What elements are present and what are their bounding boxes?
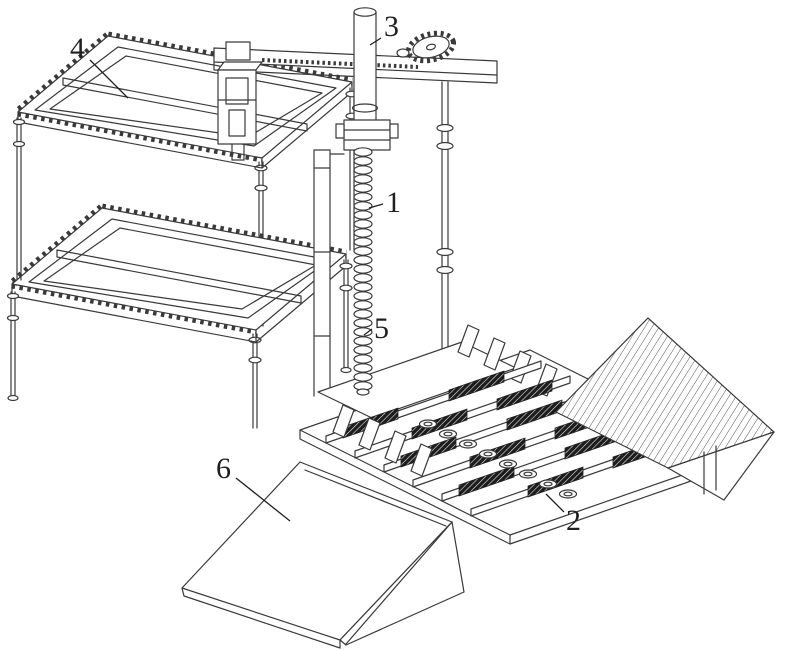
lower-tray xyxy=(9,203,347,343)
rear-support-posts xyxy=(248,81,454,429)
screw-bracket xyxy=(329,119,399,155)
lead-screw xyxy=(353,147,373,396)
part-label-5: 5 xyxy=(374,312,389,345)
part-label-3: 3 xyxy=(384,10,399,43)
leader-line-3 xyxy=(369,37,382,46)
carriage-block xyxy=(217,41,263,161)
front-guide-flaps xyxy=(332,404,433,477)
cup-row xyxy=(418,419,578,499)
part-label-1: 1 xyxy=(386,186,401,219)
roller-deck xyxy=(299,317,776,545)
drive-gear-icon xyxy=(396,30,457,64)
support-column xyxy=(313,149,331,397)
leader-line-5 xyxy=(363,328,373,336)
leader-line-2 xyxy=(545,493,565,513)
part-label-4: 4 xyxy=(70,32,85,65)
right-ramp xyxy=(554,317,776,501)
upper-tray xyxy=(15,31,353,169)
leader-line-1 xyxy=(368,203,384,209)
reference-labels: 4 3 1 5 6 2 xyxy=(70,10,581,537)
part-label-6: 6 xyxy=(216,452,231,485)
leader-line-6 xyxy=(235,477,291,522)
front-ramp xyxy=(181,461,465,649)
leader-line-4 xyxy=(89,59,129,99)
vertical-cylinder xyxy=(351,7,379,139)
part-label-2: 2 xyxy=(566,504,581,537)
back-guide-flaps xyxy=(457,324,558,397)
